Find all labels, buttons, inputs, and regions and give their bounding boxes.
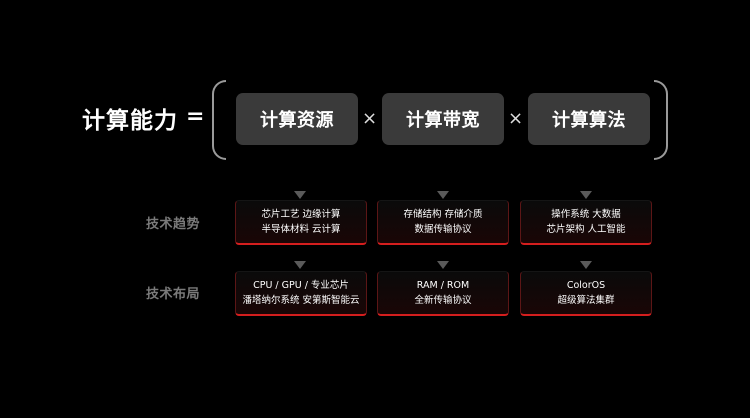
layout-card-resources: CPU / GPU / 专业芯片 潘塔纳尔系统 安第斯智能云 xyxy=(235,271,367,316)
multiply-sign: × xyxy=(508,108,524,129)
multiply-sign: × xyxy=(362,108,378,129)
down-arrow-icon xyxy=(294,191,306,199)
component-computing-bandwidth: 计算带宽 xyxy=(382,93,504,145)
layout-card-bandwidth: RAM / ROM 全新传输协议 xyxy=(377,271,509,316)
row-label-tech-trends: 技术趋势 xyxy=(146,217,201,232)
component-computing-algorithm: 计算算法 xyxy=(528,93,650,145)
card-line: 半导体材料 云计算 xyxy=(261,224,341,235)
layout-card-algorithm: ColorOS 超级算法集群 xyxy=(520,271,652,316)
right-bracket xyxy=(654,80,668,160)
component-computing-resources: 计算资源 xyxy=(236,93,358,145)
left-bracket xyxy=(212,80,226,160)
card-line: 芯片架构 人工智能 xyxy=(546,224,626,235)
row-label-tech-layout: 技术布局 xyxy=(146,287,201,302)
card-line: RAM / ROM xyxy=(416,280,470,291)
card-line: 操作系统 大数据 xyxy=(551,209,621,220)
down-arrow-icon xyxy=(437,261,449,269)
card-line: ColorOS xyxy=(566,280,606,291)
down-arrow-icon xyxy=(437,191,449,199)
card-line: 芯片工艺 边缘计算 xyxy=(261,209,341,220)
down-arrow-icon xyxy=(580,191,592,199)
computing-power-label: 计算能力 xyxy=(82,108,178,134)
card-line: 数据传输协议 xyxy=(414,224,472,235)
card-line: 超级算法集群 xyxy=(557,295,615,306)
down-arrow-icon xyxy=(294,261,306,269)
trend-card-resources: 芯片工艺 边缘计算 半导体材料 云计算 xyxy=(235,200,367,245)
trend-card-algorithm: 操作系统 大数据 芯片架构 人工智能 xyxy=(520,200,652,245)
equals-sign: = xyxy=(186,104,205,129)
trend-card-bandwidth: 存储结构 存储介质 数据传输协议 xyxy=(377,200,509,245)
card-line: CPU / GPU / 专业芯片 xyxy=(253,280,349,291)
card-line: 全新传输协议 xyxy=(414,295,472,306)
card-line: 存储结构 存储介质 xyxy=(403,209,483,220)
card-line: 潘塔纳尔系统 安第斯智能云 xyxy=(242,295,360,306)
down-arrow-icon xyxy=(580,261,592,269)
